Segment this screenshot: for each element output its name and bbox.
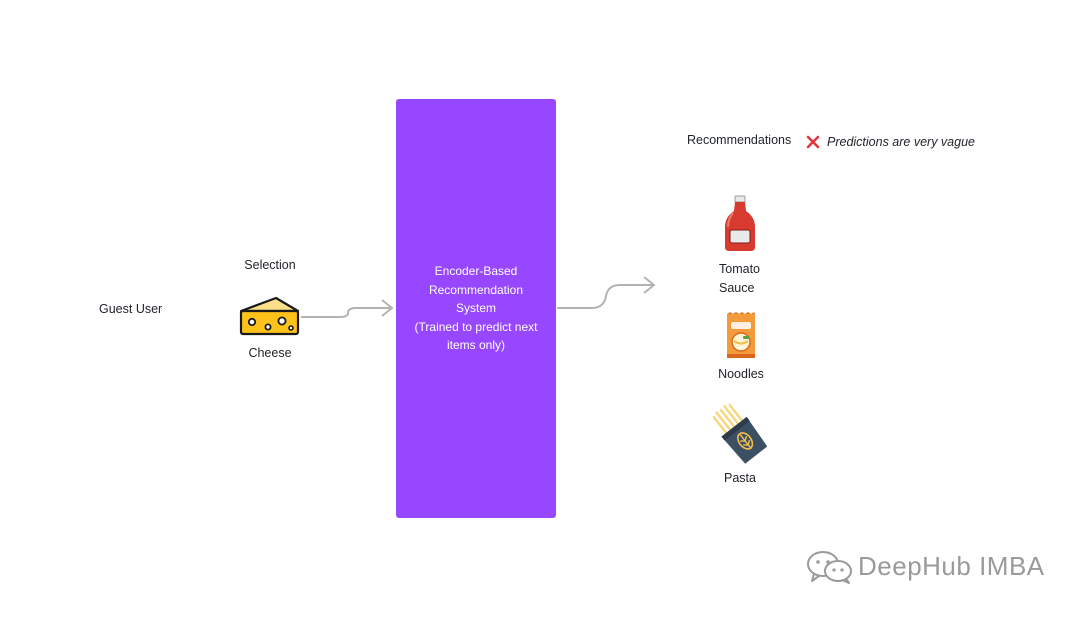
vague-predictions-note: Predictions are very vague bbox=[827, 135, 975, 149]
noodles-pack-icon bbox=[727, 312, 755, 358]
wechat-icon bbox=[807, 551, 852, 584]
pasta-pack-icon bbox=[712, 403, 768, 464]
encoder-box bbox=[396, 99, 556, 518]
recommendation-item-label: Pasta bbox=[724, 471, 756, 485]
guest-user-label: Guest User bbox=[99, 302, 163, 316]
cheese-icon bbox=[239, 296, 300, 336]
arrow-cheese-to-encoder bbox=[301, 307, 392, 318]
recommendations-title: Recommendations bbox=[687, 133, 792, 147]
ketchup-bottle-icon bbox=[725, 195, 755, 251]
encoder-label: Encoder-Based Recommendation System (Tra… bbox=[414, 264, 538, 352]
selection-item-label: Cheese bbox=[248, 346, 292, 360]
watermark-text: DeepHub IMBA bbox=[858, 551, 1045, 581]
arrow-head-to-recommendations bbox=[643, 276, 656, 294]
selection-title: Selection bbox=[244, 258, 296, 272]
red-x-icon bbox=[806, 135, 820, 149]
recommendation-item-label: Noodles bbox=[718, 367, 764, 381]
arrow-encoder-to-recommendations bbox=[557, 284, 654, 309]
arrow-head-to-encoder bbox=[381, 299, 394, 317]
recommendation-item-label: Tomato Sauce bbox=[719, 262, 760, 295]
